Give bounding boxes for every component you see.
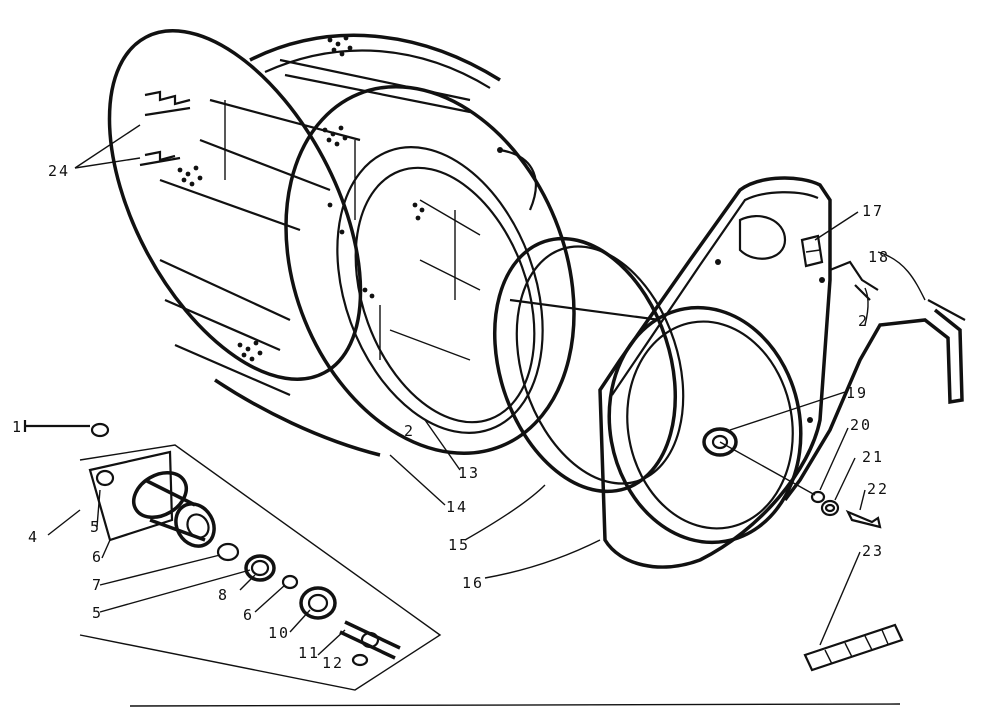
callout-23: 23 <box>862 542 884 560</box>
callout-13: 13 <box>458 464 480 482</box>
part-24-brackets <box>139 90 191 167</box>
callout-5-upper: 5 <box>90 518 101 536</box>
callout-22: 22 <box>867 480 889 498</box>
callout-6-lower: 6 <box>243 606 254 624</box>
parts-20-21-22-fasteners <box>810 490 882 529</box>
dryer-drum <box>107 29 576 457</box>
callout-24: 24 <box>48 162 70 180</box>
callout-2-drum: 2 <box>404 422 415 440</box>
part-17-clip <box>800 234 824 268</box>
callout-14: 14 <box>446 498 468 516</box>
perforations <box>177 35 425 362</box>
front-seal-ring <box>492 236 685 494</box>
baseline <box>129 703 901 707</box>
callout-4: 4 <box>28 528 39 546</box>
callout-11: 11 <box>298 644 320 662</box>
front-bulkhead <box>598 176 832 569</box>
callout-16: 16 <box>462 574 484 592</box>
part-23-connector <box>803 623 904 672</box>
callout-21: 21 <box>862 448 884 466</box>
rear-bearing-assembly <box>79 444 442 691</box>
callout-5-lower: 5 <box>92 604 103 622</box>
leader-lines <box>47 124 926 656</box>
callout-labels: 24 17 18 2 19 20 21 22 23 13 14 15 16 1 … <box>12 162 890 672</box>
callout-6-upper: 6 <box>92 548 103 566</box>
callout-18: 18 <box>868 248 890 266</box>
bearing-hub <box>702 427 816 496</box>
callout-7: 7 <box>92 576 103 594</box>
callout-10: 10 <box>268 624 290 642</box>
callout-17: 17 <box>862 202 884 220</box>
callout-19: 19 <box>846 384 868 402</box>
callout-1: 1 <box>12 418 23 436</box>
callout-2-upper: 2 <box>858 312 869 330</box>
callout-20: 20 <box>850 416 872 434</box>
part-2-bracket <box>829 260 879 301</box>
callout-12: 12 <box>322 654 344 672</box>
callout-15: 15 <box>448 536 470 554</box>
part-18-support-rod <box>783 299 966 502</box>
part-1-screw <box>23 420 110 438</box>
callout-8: 8 <box>218 586 229 604</box>
